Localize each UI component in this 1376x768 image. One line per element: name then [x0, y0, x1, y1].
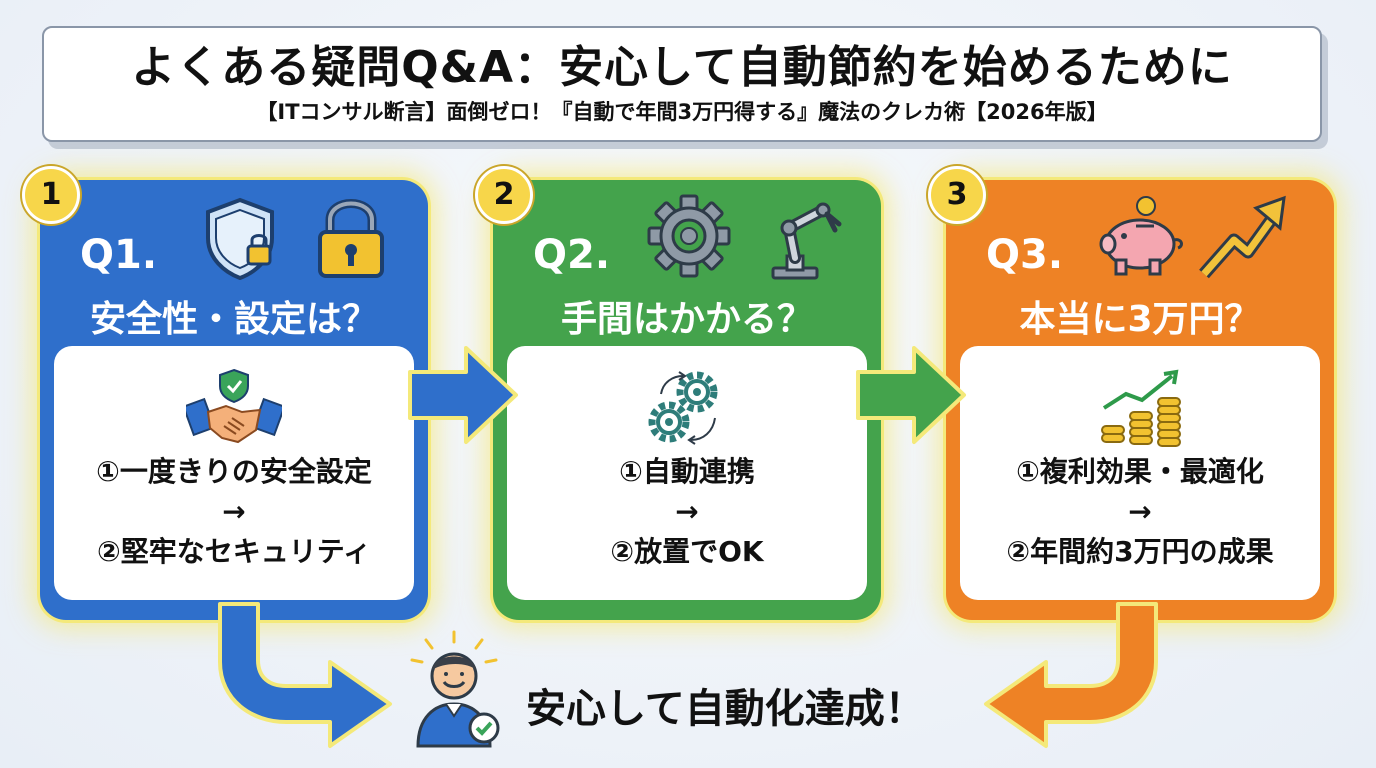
- step-number-badge: 1: [22, 166, 80, 224]
- answer-arrow: →: [675, 495, 699, 528]
- card-title: 手間はかかる？: [560, 299, 813, 340]
- trend-up-arrow-icon: [1199, 195, 1286, 279]
- gears-cycle-icon: [648, 371, 718, 445]
- title-box: よくある疑問Q&A：安心して自動節約を始めるために 【ITコンサル断言】面倒ゼロ…: [42, 26, 1322, 142]
- answer-line-1: ①自動連携: [619, 455, 755, 488]
- card-title: 本当に3万円？: [1019, 299, 1261, 340]
- answer-arrow: →: [222, 495, 246, 528]
- page-subtitle: 【ITコンサル断言】面倒ゼロ！『自動で年間3万円得する』魔法のクレカ術【2026…: [256, 100, 1108, 124]
- answer-line-2: ②堅牢なセキュリティ: [96, 535, 372, 568]
- answer-line-2: ②放置でOK: [610, 535, 764, 568]
- answer-panel: ①自動連携 → ②放置でOK: [507, 346, 867, 600]
- question-label: Q2.: [533, 232, 611, 278]
- coins-growth-icon: [1101, 369, 1181, 447]
- arrow-right-blue: [408, 346, 518, 444]
- gear-icon: [647, 194, 731, 278]
- page-title: よくある疑問Q&A：安心して自動節約を始めるために: [131, 42, 1233, 93]
- step-number-badge: 2: [475, 166, 533, 224]
- answer-arrow: →: [1128, 495, 1152, 528]
- shield-lock-icon: [206, 197, 274, 280]
- padlock-icon: [318, 199, 384, 278]
- curved-arrow-orange: [984, 602, 1158, 748]
- answer-panel: ①複利効果・最適化 → ②年間約3万円の成果: [960, 346, 1320, 600]
- answer-line-2: ②年間約3万円の成果: [1006, 535, 1274, 568]
- conclusion-text: 安心して自動化達成！: [526, 686, 925, 732]
- step-number-badge: 3: [928, 166, 986, 224]
- answer-panel: ①一度きりの安全設定 → ②堅牢なセキュリティ: [54, 346, 414, 600]
- question-label: Q3.: [986, 232, 1064, 278]
- piggy-bank-icon: [1099, 196, 1183, 276]
- robot-arm-icon: [771, 202, 842, 280]
- arrow-right-green: [856, 346, 966, 444]
- question-label: Q1.: [80, 232, 158, 278]
- answer-line-1: ①複利効果・最適化: [1016, 455, 1264, 488]
- card-q1: 1 Q1. 安全性・設定は？ ①一度きりの安全設定 → ②堅牢なセキュリティ: [22, 166, 428, 620]
- handshake-shield-icon: [182, 368, 286, 444]
- card-title: 安全性・設定は？: [89, 299, 378, 340]
- happy-person-check-icon: [410, 630, 500, 748]
- card-q2: 2 Q2. 手間はかかる？: [475, 166, 881, 620]
- card-q3: 3 Q3. 本当に3万円？: [928, 166, 1334, 620]
- curved-arrow-blue: [218, 602, 392, 748]
- answer-line-1: ①一度きりの安全設定: [96, 455, 372, 488]
